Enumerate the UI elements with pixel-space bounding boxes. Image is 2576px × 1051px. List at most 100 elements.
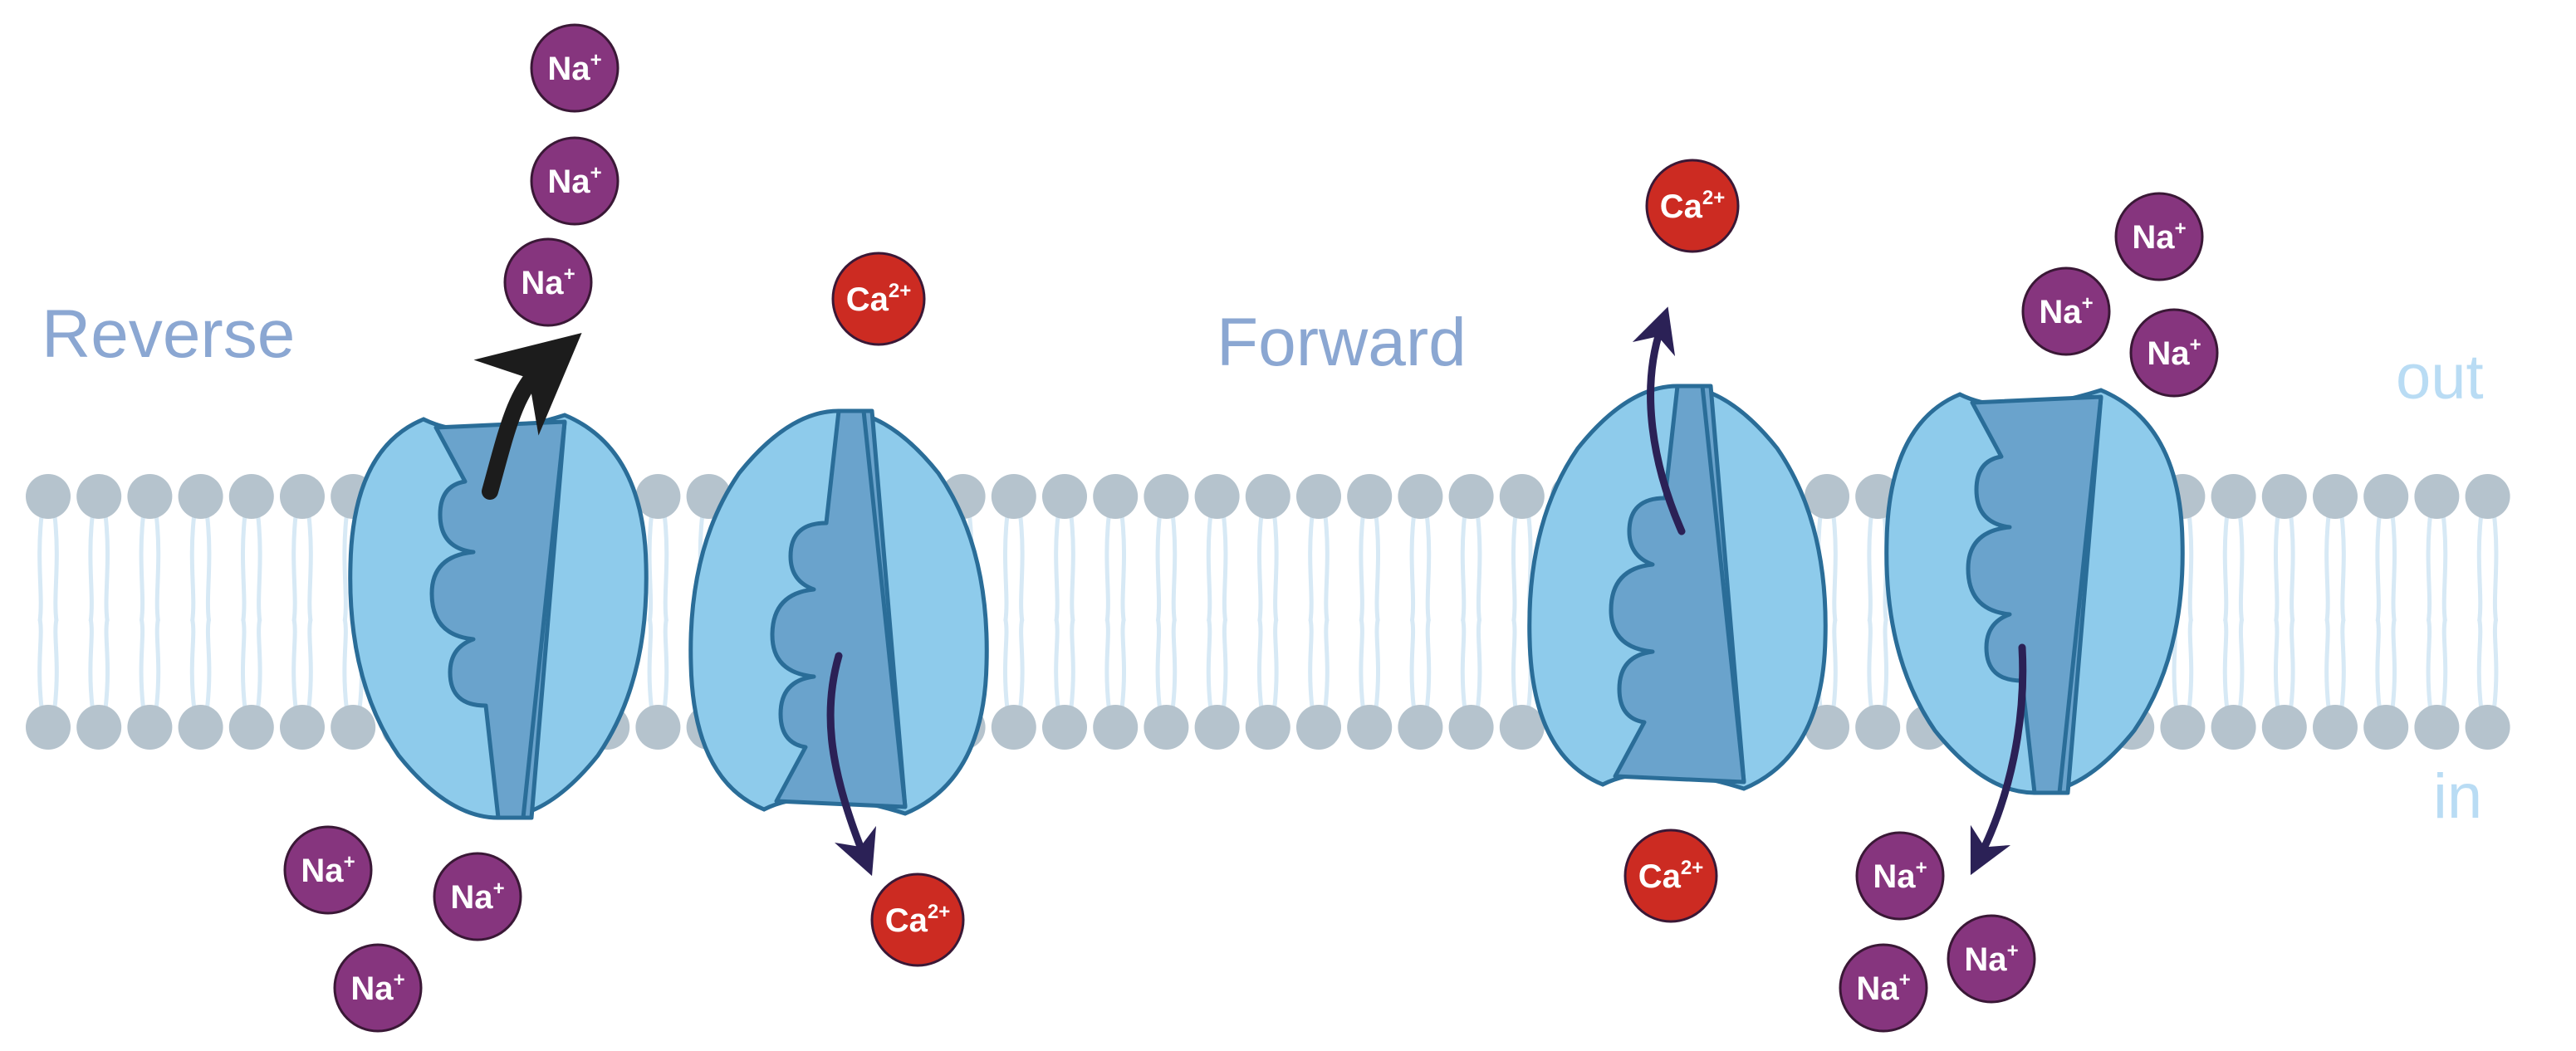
lipid-tail [256, 516, 262, 622]
lipid-tail [2375, 618, 2382, 708]
lipid-tail [1374, 618, 1381, 708]
lipid-tail [2238, 618, 2245, 708]
lipid-head [1144, 474, 1189, 519]
lipid-tail [37, 516, 44, 622]
lipid-head [178, 705, 223, 750]
lipid-head [1194, 474, 1240, 519]
lipid-tail [37, 618, 44, 708]
sodium-ion-icon: Na+ [530, 23, 620, 113]
lipid-tail [2324, 618, 2331, 708]
svg-text:Na+: Na+ [2147, 334, 2201, 372]
ion-charge: + [493, 877, 505, 900]
lipid-head [1398, 705, 1443, 750]
lipid-tail [103, 516, 110, 622]
lipid-tail [103, 618, 110, 708]
lipid-head [1499, 474, 1545, 519]
lipid-head [2211, 474, 2256, 519]
lipid-tail [2238, 516, 2245, 622]
lipid-tail [139, 618, 145, 708]
lipid-tail [205, 516, 212, 622]
lipid-tail [1323, 618, 1330, 708]
sodium-ion-icon: Na+ [333, 943, 423, 1033]
curved-arrow-icon [1970, 643, 2027, 876]
lipid-tail [2441, 516, 2448, 622]
lipid-tail [2324, 516, 2331, 622]
svg-text:Ca2+: Ca2+ [885, 901, 951, 939]
curved-arrow-icon [826, 652, 877, 877]
lipid-head [1805, 474, 1849, 519]
lipid-tail [1272, 516, 1279, 622]
ion-charge: + [2082, 292, 2094, 315]
lipid-tail [2390, 516, 2397, 622]
lipid-tail [291, 516, 298, 622]
lipid-head [1398, 474, 1443, 519]
lipid-tail [2289, 516, 2295, 622]
lipid-tail [1155, 618, 1162, 708]
lipid-tail [647, 618, 654, 708]
lipid-tail [2187, 516, 2194, 622]
ion-charge: + [2175, 218, 2187, 240]
lipid-tail [1460, 618, 1467, 708]
sodium-ion-icon: Na+ [2021, 266, 2111, 356]
lipid-tail [1170, 618, 1178, 708]
lipid-tail [1460, 516, 1467, 622]
lipid-tail [1867, 618, 1873, 708]
svg-text:Ca2+: Ca2+ [1660, 187, 1726, 225]
lipid-tail [2222, 618, 2230, 708]
lipid-head [635, 705, 681, 750]
lipid-tail [1206, 516, 1213, 622]
ion-symbol: Ca [885, 902, 928, 939]
lipid-tail [1867, 516, 1873, 622]
ion-charge: + [2190, 334, 2201, 356]
lipid-tail [1170, 516, 1178, 622]
ion-charge: + [564, 263, 575, 286]
lipid-tail [662, 618, 669, 708]
lipid-head [1042, 705, 1087, 750]
sodium-ion-icon: Na+ [2114, 192, 2204, 281]
lipid-tail [189, 516, 197, 622]
lipid-head [2363, 474, 2409, 519]
sodium-ion-icon: Na+ [1855, 831, 1945, 921]
lipid-tail [1424, 516, 1432, 622]
ion-charge: + [1916, 857, 1927, 879]
ion-charge: + [590, 162, 602, 184]
ion-charge: + [2007, 940, 2019, 962]
lipid-head [1499, 705, 1545, 750]
lipid-tail [1511, 516, 1518, 622]
lipid-tail [1831, 516, 1838, 622]
lipid-tail [1222, 516, 1228, 622]
svg-text:Na+: Na+ [2039, 292, 2093, 330]
calcium-ion-icon: Ca2+ [1623, 829, 1718, 923]
lipid-tail [2273, 618, 2280, 708]
lipid-tail [1104, 618, 1111, 708]
lipid-tail [1374, 516, 1380, 622]
ion-symbol: Na [1856, 970, 1899, 1007]
lipid-head [2465, 474, 2510, 519]
lipid-head [1347, 705, 1393, 750]
lipid-head [991, 474, 1036, 519]
lipid-tail [2426, 618, 2432, 708]
lipid-head [635, 474, 681, 519]
svg-text:Na+: Na+ [521, 263, 575, 301]
lipid-head [280, 705, 325, 750]
exchangers [348, 384, 2185, 820]
svg-text:Na+: Na+ [1964, 940, 2018, 978]
lipid-head [1347, 474, 1393, 519]
lipid-tail [139, 516, 145, 622]
svg-text:Na+: Na+ [350, 969, 404, 1007]
lipid-tail [1069, 618, 1075, 708]
lipid-head [1296, 705, 1341, 750]
ion-symbol: Na [2039, 294, 2082, 330]
lipid-tail [306, 618, 313, 708]
lipid-head [2261, 705, 2307, 750]
lipid-head [2160, 705, 2206, 750]
ion-symbol: Na [2132, 219, 2175, 256]
lipid-tail [154, 516, 161, 622]
ion-charge: + [590, 49, 602, 71]
lipid-tail [1054, 516, 1060, 622]
lipid-tail [1476, 618, 1482, 708]
lipid-tail [2339, 618, 2346, 708]
lipid-head [331, 705, 376, 750]
ion-symbol: Na [1964, 941, 2007, 978]
ion-exchanger-icon [348, 413, 649, 820]
